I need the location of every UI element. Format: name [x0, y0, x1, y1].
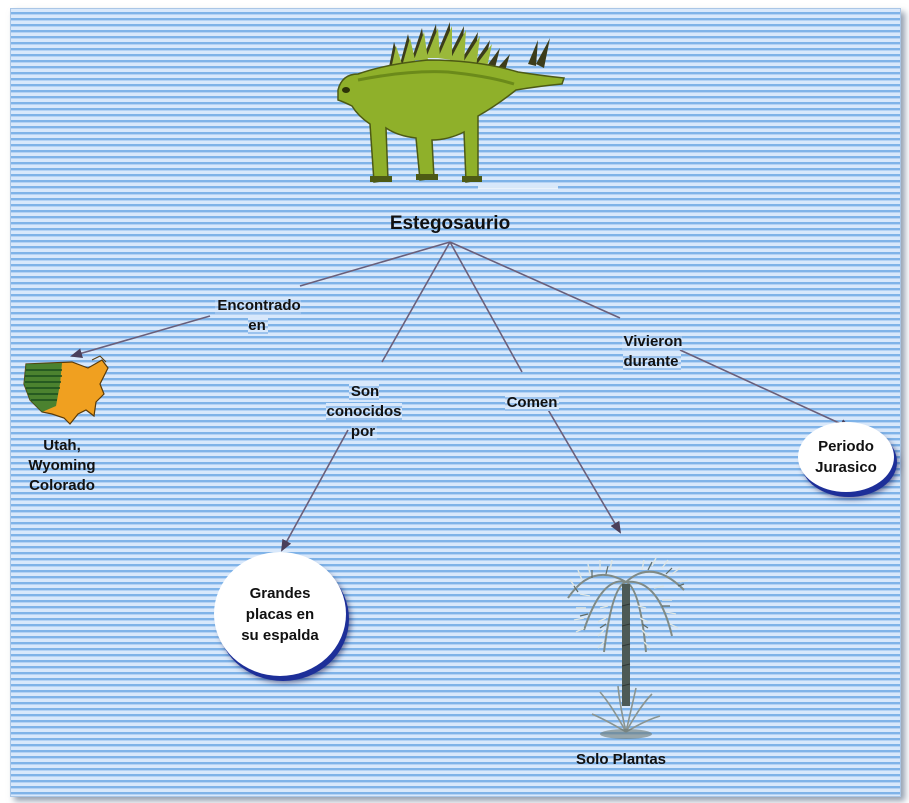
root-concept: Estegosaurio — [389, 213, 511, 234]
link-label-lived-during-text: Vivieron durante — [621, 333, 683, 370]
node-locations: Utah, Wyoming Colorado — [28, 437, 96, 494]
link-label-found-in: Encontrado en — [196, 276, 320, 336]
link-label-known-for-text: Son conocidos por — [326, 383, 402, 440]
usa-map-icon — [23, 355, 109, 425]
stegosaurus-image — [337, 22, 566, 189]
palm-tree-image — [567, 557, 689, 739]
link-label-found-in-text: Encontrado en — [215, 297, 301, 334]
link-label-lived-during: Vivieron durante — [604, 312, 700, 372]
node-plates: Grandes placas en su espalda — [214, 552, 346, 676]
node-food: Solo Plantas — [575, 751, 667, 768]
link-label-eat: Comen — [492, 373, 572, 413]
link-label-eat-text: Comen — [504, 394, 560, 411]
node-period: Periodo Jurasico — [798, 422, 894, 492]
link-label-known-for: Son conocidos por — [312, 362, 416, 442]
